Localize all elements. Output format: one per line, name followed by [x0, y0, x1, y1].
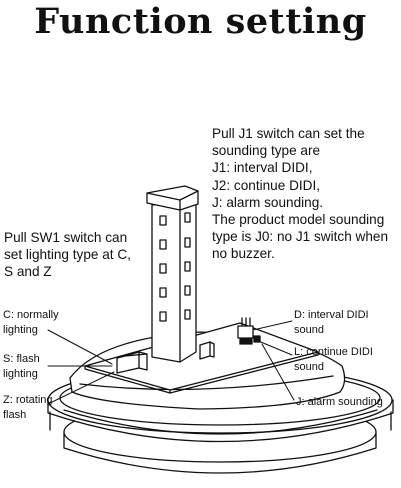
sw1-switch-note: Pull SW1 switch can set lighting type at…: [4, 230, 131, 280]
j1-switch-note: Pull J1 switch can set the sounding type…: [212, 126, 389, 262]
label-l-continue-didi: L: continue DIDI sound: [294, 346, 373, 373]
label-s-flash-lighting: S: flash lighting: [3, 353, 40, 380]
label-z-rotating-flash: Z: rotating flash: [3, 394, 53, 421]
label-j-alarm-sounding: J: alarm sounding: [296, 396, 383, 408]
led-tower: [146, 185, 199, 363]
j1-connector: [237, 317, 261, 345]
board-jumper: [199, 341, 215, 360]
label-d-interval-didi: D: interval DIDI sound: [294, 309, 369, 336]
leader-lines: [47, 320, 295, 405]
sw1-switch: [116, 351, 148, 374]
page-title: Function setting: [34, 1, 367, 42]
label-c-normally-lighting: C: normally lighting: [3, 309, 59, 336]
